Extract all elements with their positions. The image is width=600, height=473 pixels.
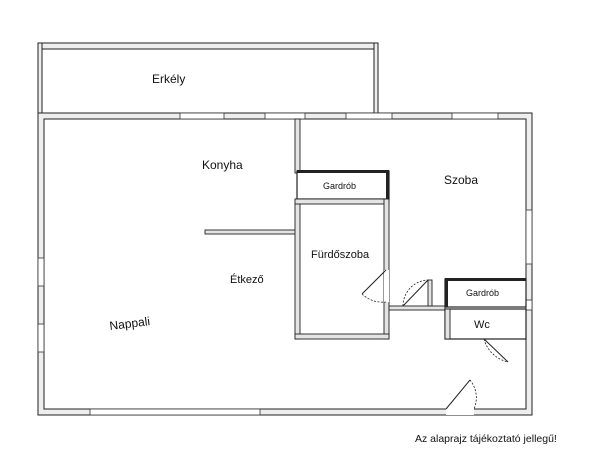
label-wc: Wc [474, 319, 490, 331]
label-kitchen: Konyha [202, 158, 243, 172]
label-room: Szoba [444, 173, 478, 187]
disclaimer-note: Az alaprajz tájékoztató jellegű! [415, 433, 557, 445]
label-bathroom: Fürdőszoba [311, 249, 370, 261]
label-balcony: Erkély [152, 72, 185, 86]
wardrobe-top [296, 170, 390, 200]
room-divider-wall [294, 118, 301, 174]
wc-room [444, 308, 527, 363]
bathroom-walls [294, 198, 390, 340]
balcony-area [37, 42, 379, 114]
entrance-door [445, 379, 477, 415]
label-wardrobe-right: Gardrób [466, 288, 499, 298]
label-wardrobe-top: Gardrób [323, 181, 356, 191]
outer-wall [37, 112, 533, 416]
corridor-walls [388, 279, 446, 311]
kitchen-partition [204, 229, 299, 235]
label-living: Nappali [109, 314, 151, 333]
label-dining: Étkező [230, 273, 264, 286]
wardrobe-right [444, 278, 527, 308]
